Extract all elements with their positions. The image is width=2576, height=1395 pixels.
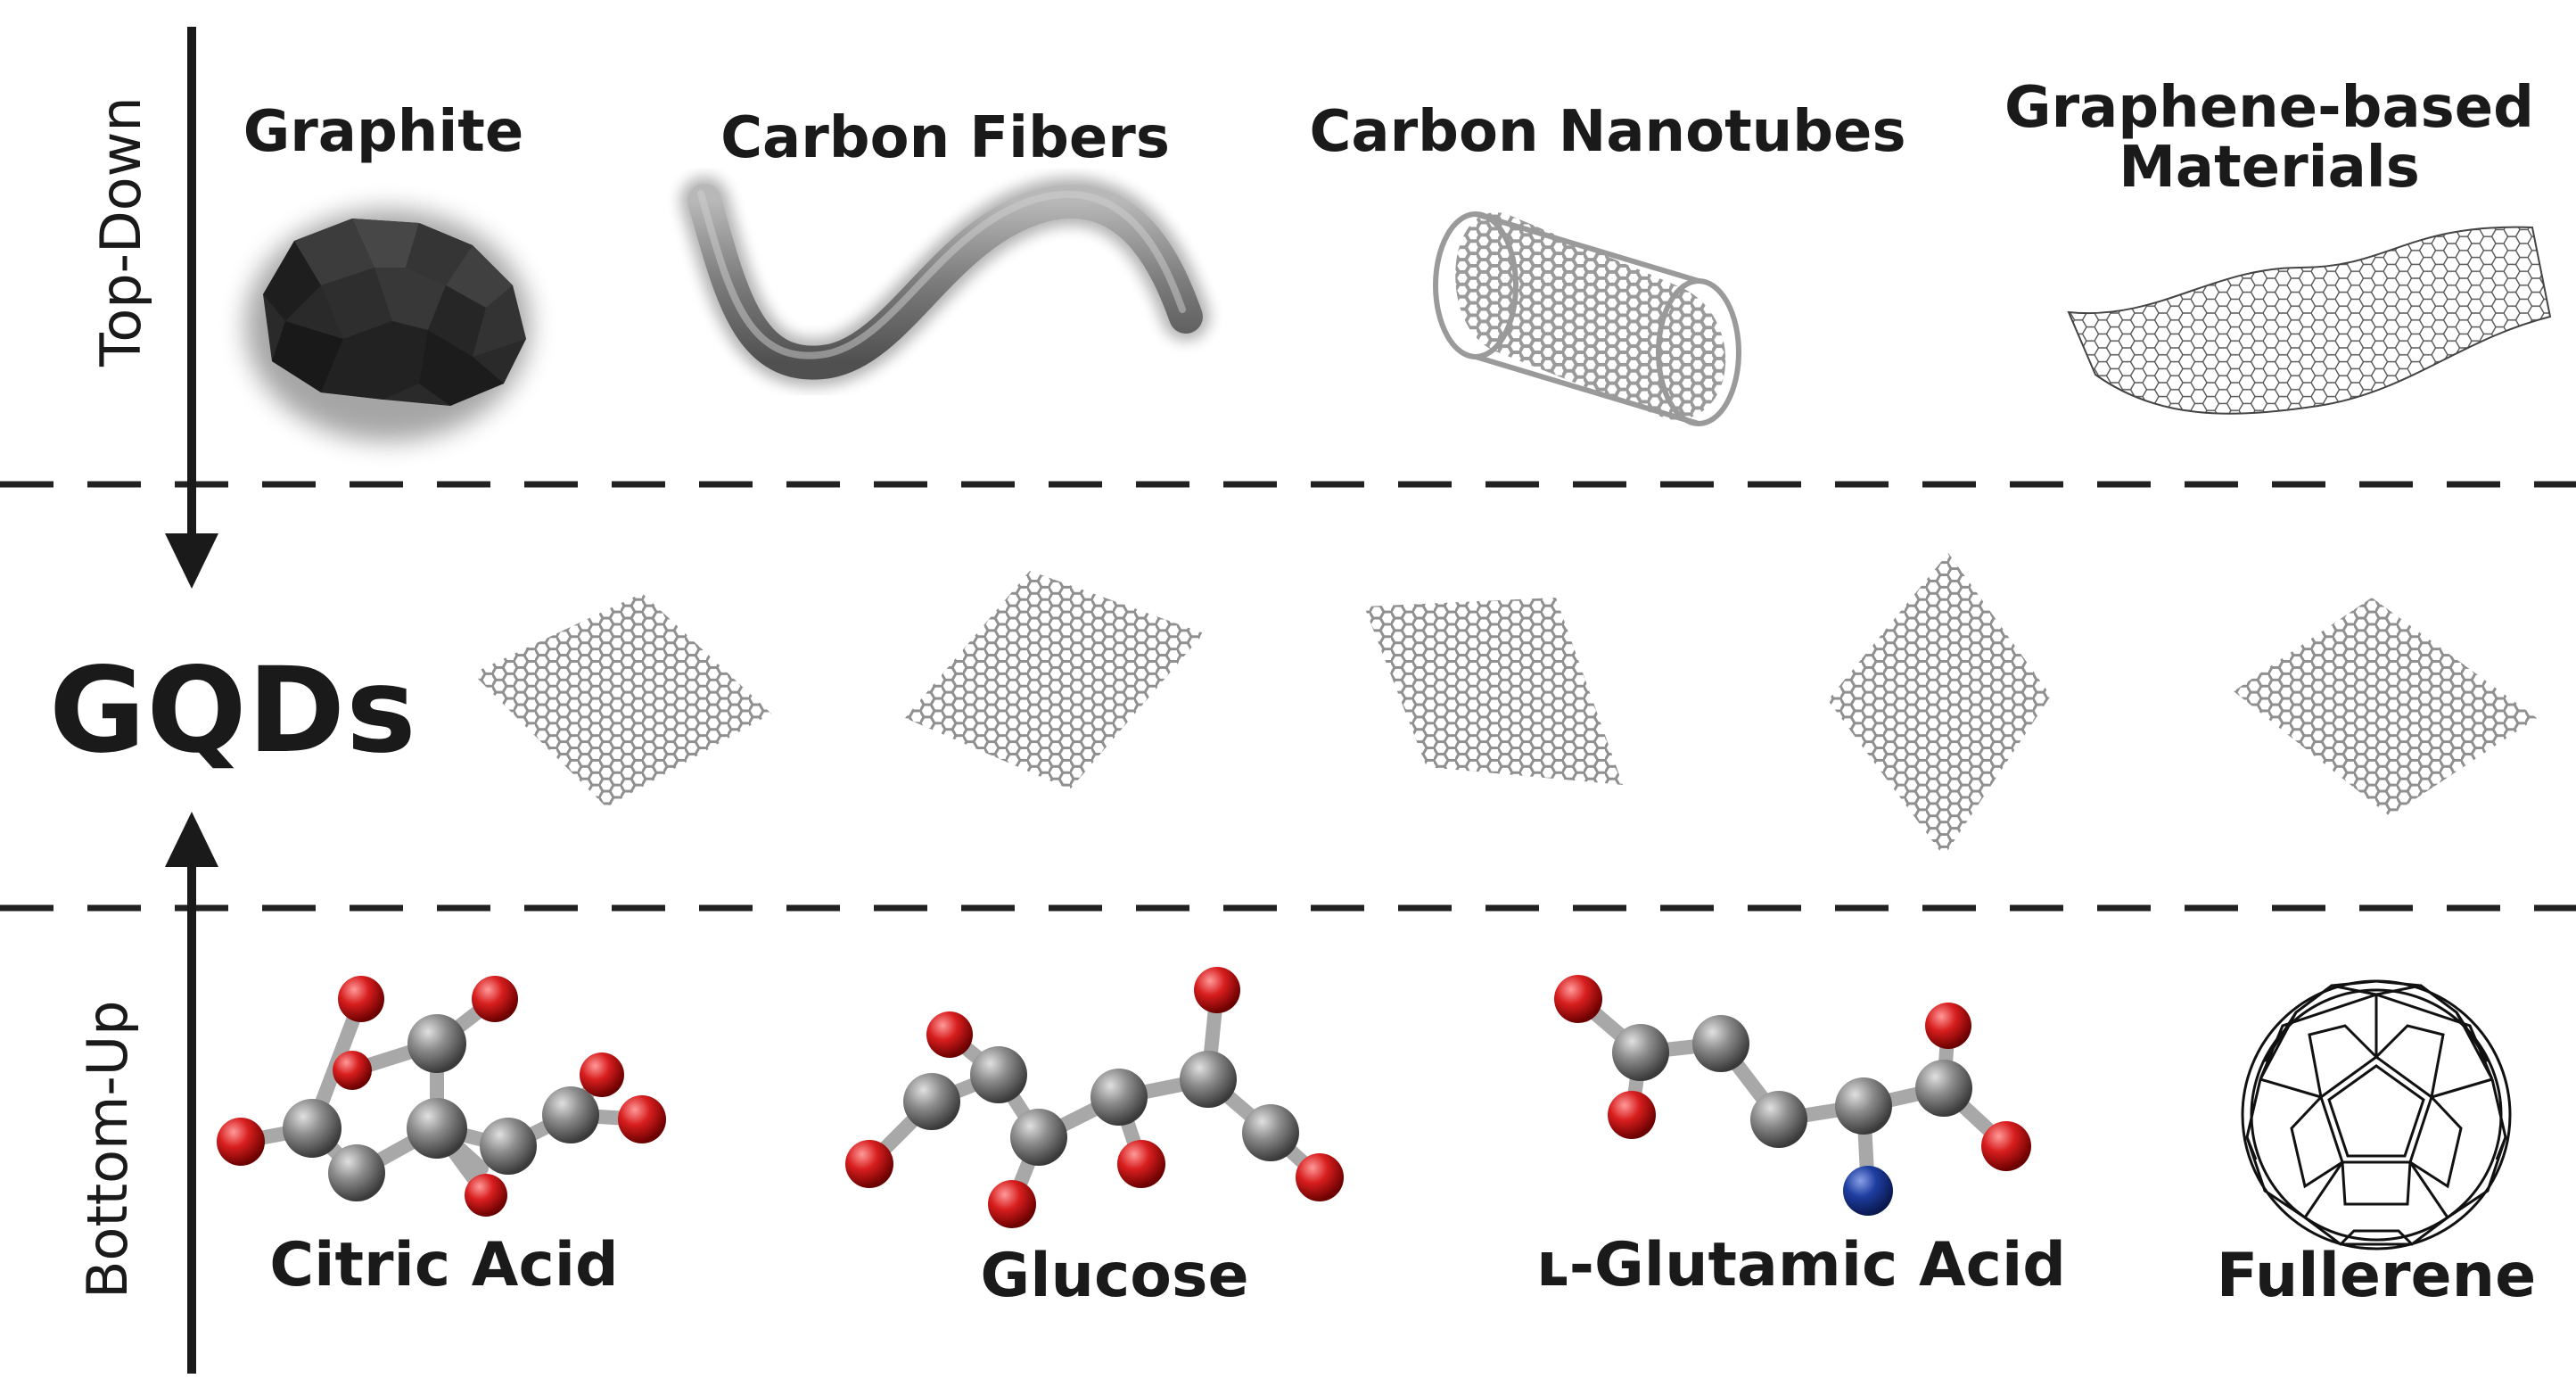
gqds-label: GQDs: [49, 642, 417, 780]
gqd-flake-4: [1828, 553, 2051, 856]
source-label-l-glutamic-acid: ʟ-Glutamic Acid: [1536, 1230, 2066, 1300]
bottom-up-arrow: [165, 812, 218, 1374]
top-down-arrow: [165, 27, 218, 589]
source-label-graphite: Graphite: [243, 99, 524, 165]
glutamic-acid-atoms: [1554, 975, 2031, 1216]
bottom-up-label: Bottom-Up: [75, 1000, 140, 1299]
carbon-nanotube-image: [1433, 211, 1741, 426]
citric-acid-atoms: [217, 976, 666, 1217]
source-label-citric-acid: Citric Acid: [269, 1230, 619, 1300]
carbon-fiber-image: [680, 177, 1210, 387]
gqd-flake-2: [905, 571, 1204, 789]
glucose-atoms: [845, 967, 1344, 1228]
source-label-fullerene: Fullerene: [2216, 1241, 2537, 1311]
source-label-glucose: Glucose: [980, 1241, 1249, 1311]
graphene-sheet-image: [2067, 226, 2552, 415]
top-down-label: Top-Down: [88, 96, 153, 367]
source-label-carbon-nanotubes: Carbon Nanotubes: [1309, 99, 1906, 165]
source-label-graphene-based-materials: Graphene-based Materials: [2004, 75, 2534, 202]
source-label-carbon-fibers: Carbon Fibers: [720, 105, 1170, 171]
fullerene-image: [2241, 979, 2512, 1251]
gqd-flake-5: [2234, 598, 2537, 816]
graphite-image: [245, 210, 531, 442]
gqd-flake-3: [1364, 598, 1623, 785]
gqd-flake-1: [473, 593, 771, 807]
